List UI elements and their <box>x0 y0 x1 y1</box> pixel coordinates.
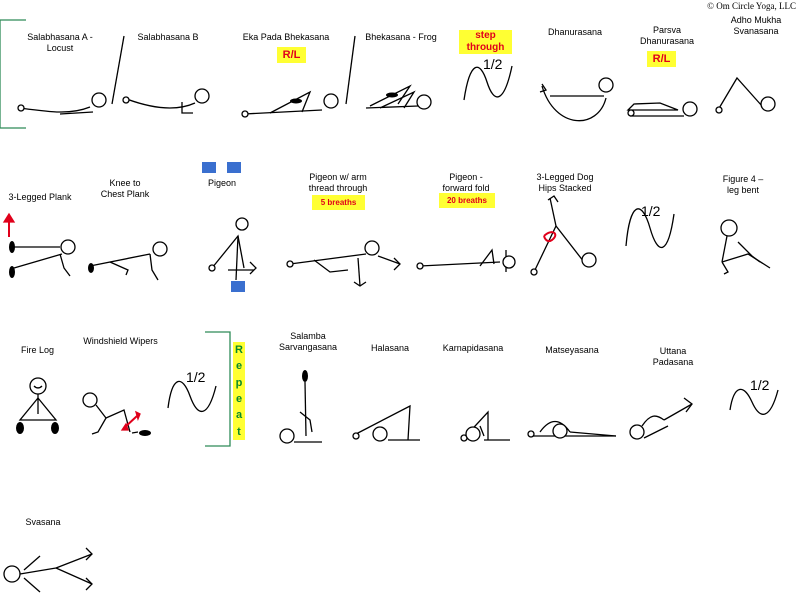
divider-line <box>345 35 356 105</box>
figure-salabhasana-a <box>17 92 107 115</box>
section-bracket <box>205 331 231 447</box>
figure-fire-log <box>16 377 59 434</box>
badge-step-through: step through <box>459 30 512 54</box>
label-knee-to-chest-plank: Knee to Chest Plank <box>100 178 150 199</box>
section-bracket <box>0 19 26 129</box>
label-figure-4: Figure 4 – leg bent <box>722 174 764 195</box>
label-svasana: Svasana <box>25 517 61 527</box>
label-bhekasana: Bhekasana - Frog <box>365 32 437 42</box>
label-pigeon-arm-thread: Pigeon w/ arm thread through <box>308 172 368 193</box>
figure-uttana-padasana <box>629 397 693 440</box>
label-uttana-padasana: Uttana Padasana <box>652 346 694 367</box>
figure-knee-to-chest-plank <box>88 241 168 281</box>
badge-parsva-rl: R/L <box>647 51 676 67</box>
label-karnapidasana: Karnapidasana <box>442 343 504 353</box>
yoga-block-icon <box>231 281 245 292</box>
transition-wave <box>729 388 779 415</box>
figure-figure-4 <box>720 219 771 275</box>
label-halasana: Halasana <box>370 343 410 353</box>
repeat-letter: p <box>235 376 243 389</box>
yoga-block-icon <box>227 162 241 173</box>
label-dhanurasana: Dhanurasana <box>547 27 603 37</box>
figure-dhanurasana <box>539 77 614 122</box>
yoga-block-icon <box>202 162 216 173</box>
label-pigeon: Pigeon <box>207 178 237 188</box>
figure-karnapidasana <box>460 410 510 442</box>
label-adho-mukha-svanasana: Adho Mukha Svanasana <box>730 15 782 36</box>
figure-pigeon-arm-thread <box>286 240 401 287</box>
half-marker-row3-a: 1/2 <box>186 369 206 385</box>
label-pigeon-forward-fold: Pigeon - forward fold <box>442 172 490 193</box>
label-eka-pada-bhekasana: Eka Pada Bhekasana <box>242 32 330 42</box>
figure-parsva-dhanurasana <box>626 101 698 117</box>
transition-wave <box>167 380 217 413</box>
badge-eka-pada-rl: R/L <box>277 47 306 63</box>
half-marker-row3-b: 1/2 <box>750 377 770 393</box>
label-parsva-dhanurasana: Parsva Dhanurasana <box>639 25 695 46</box>
figure-3-legged-plank <box>2 212 76 278</box>
label-salabhasana-a: Salabhasana A - Locust <box>27 32 93 53</box>
figure-windshield-wipers <box>82 392 151 436</box>
label-salamba-sarvangasana: Salamba Sarvangasana <box>278 331 338 352</box>
transition-wave <box>625 208 675 248</box>
figure-adho-mukha-svanasana <box>715 76 776 114</box>
figure-3-legged-dog <box>530 195 597 276</box>
label-windshield-wipers: Windshield Wipers <box>83 336 158 346</box>
badge-5-breaths: 5 breaths <box>312 195 365 210</box>
repeat-letter: R <box>235 344 243 357</box>
figure-eka-pada-bhekasana <box>241 90 339 118</box>
figure-pigeon-forward-fold <box>416 248 516 272</box>
figure-pigeon <box>208 217 257 281</box>
figure-matseyasana <box>527 420 617 439</box>
figure-salamba-sarvangasana <box>279 370 322 444</box>
repeat-letter: e <box>235 393 243 406</box>
repeat-letter: e <box>235 360 243 373</box>
figure-salabhasana-b <box>122 88 210 114</box>
divider-line <box>111 35 125 105</box>
half-marker-row2: 1/2 <box>641 203 661 219</box>
transition-wave <box>463 65 513 101</box>
label-matseyasana: Matseyasana <box>545 345 599 355</box>
repeat-letter: a <box>235 409 243 422</box>
label-3-legged-plank: 3-Legged Plank <box>8 192 72 202</box>
figure-halasana <box>352 404 420 442</box>
label-3-legged-dog: 3-Legged Dog Hips Stacked <box>536 172 594 193</box>
copyright-text: © Om Circle Yoga, LLC <box>707 1 796 11</box>
repeat-letter: t <box>237 425 241 438</box>
figure-bhekasana <box>365 84 432 110</box>
label-salabhasana-b: Salabhasana B <box>137 32 199 42</box>
figure-svasana <box>3 547 93 593</box>
badge-20-breaths: 20 breaths <box>439 193 495 208</box>
repeat-badge: R e p e a t <box>233 342 245 440</box>
half-marker-row1: 1/2 <box>483 56 503 72</box>
label-fire-log: Fire Log <box>20 345 55 355</box>
